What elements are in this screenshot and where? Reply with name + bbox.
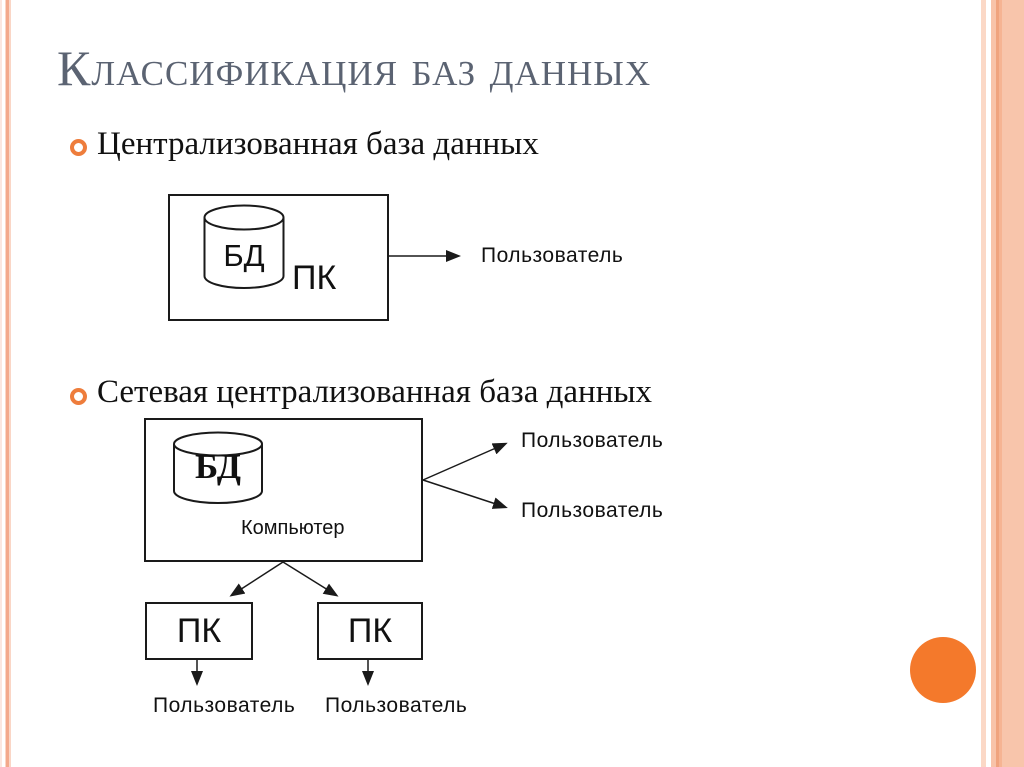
arrow-pc-right-to-user	[362, 659, 374, 686]
bullet-ring-icon	[70, 388, 87, 405]
pc-right-box: ПК	[317, 602, 423, 660]
arrow-box-to-user	[388, 250, 461, 262]
slide-title: Классификация баз данных	[57, 40, 652, 96]
bullet-ring-icon	[70, 139, 87, 156]
arrow-computer-to-pc-right	[282, 561, 339, 597]
pc-label: ПК	[176, 611, 222, 650]
pc-label: ПК	[347, 611, 393, 650]
database-cylinder-icon	[203, 204, 285, 289]
db-label: БД	[195, 447, 241, 486]
left-accent-stripe	[0, 0, 12, 767]
computer-label: Компьютер	[241, 517, 345, 539]
right-accent-stripe	[981, 0, 1024, 767]
db-label: БД	[223, 238, 265, 273]
user-label: Пользователь	[521, 499, 664, 522]
user-label: Пользователь	[153, 694, 296, 717]
pc-label: ПК	[292, 259, 337, 297]
arrow-computer-to-user-bottom	[422, 479, 508, 509]
pc-left-box: ПК	[145, 602, 253, 660]
database-cylinder-icon	[173, 431, 263, 504]
accent-circle	[910, 637, 976, 703]
arrow-computer-to-user-top	[422, 442, 508, 481]
arrow-pc-left-to-user	[191, 659, 203, 686]
user-label: Пользователь	[521, 429, 664, 452]
arrow-computer-to-pc-left	[229, 561, 284, 597]
bullet-network-centralized-db: Сетевая централизованная база данных	[97, 374, 653, 410]
bullet-centralized-db: Централизованная база данных	[97, 126, 539, 162]
user-label: Пользователь	[481, 244, 624, 267]
user-label: Пользователь	[325, 694, 468, 717]
